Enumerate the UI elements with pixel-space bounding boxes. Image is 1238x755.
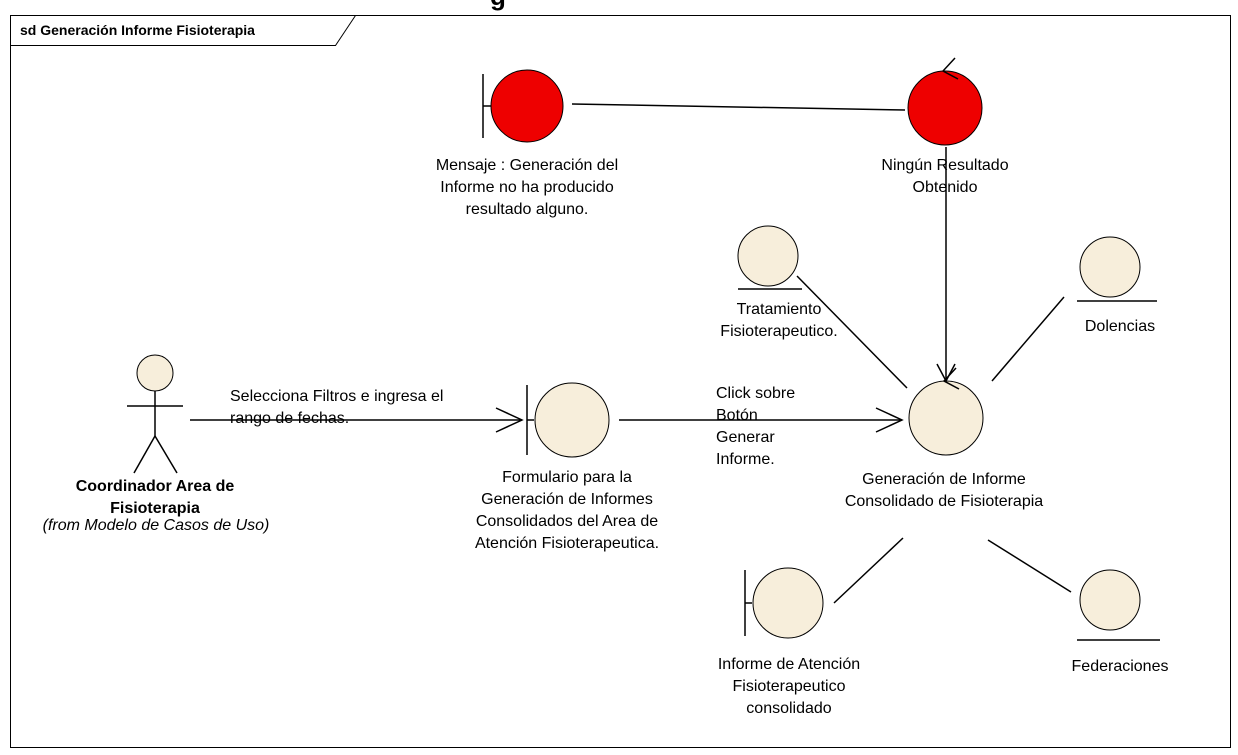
boundary-circle-informe [752, 567, 824, 639]
actor-source: (from Modelo de Casos de Uso) [42, 517, 270, 534]
frame-title: sd Generación Informe Fisioterapia [20, 22, 255, 38]
boundary-informe [744, 567, 824, 639]
entity-tratamiento [737, 225, 802, 290]
frame-title-tab [10, 15, 356, 46]
entity-circle-tratamiento [737, 225, 799, 287]
control-ningun [907, 57, 983, 146]
control-circle-ningun [907, 70, 983, 146]
boundary-formulario [526, 382, 610, 458]
control-generacion-label: Generación de Informe Consolidado de Fis… [844, 471, 1044, 510]
control-circle-generacion [908, 380, 984, 456]
actor-name: Coordinador Area de Fisioterapia [75, 478, 235, 517]
boundary-circle-mensaje [490, 69, 564, 143]
control-arrow-generacion [942, 367, 960, 390]
arrowhead-formulario [495, 407, 524, 433]
boundary-mensaje [482, 69, 564, 143]
link-dolencias-generacion [991, 296, 1065, 382]
boundary-formulario-label: Formulario para la Generación de Informe… [474, 469, 660, 552]
entity-federaciones-label: Federaciones [1071, 658, 1169, 675]
entity-dolencias [1077, 236, 1157, 302]
boundary-mensaje-label: Mensaje : Generación del Informe no ha p… [435, 157, 619, 218]
link-informe-generacion [833, 537, 904, 604]
link-generacion-federaciones [987, 539, 1072, 593]
control-arrow-ningun [941, 57, 959, 80]
boundary-informe-label: Informe de Atención Fisioterapeutico con… [717, 656, 861, 717]
control-generacion [908, 367, 984, 456]
top-cut-title-glyph: g [490, 0, 506, 11]
entity-dolencias-label: Dolencias [1084, 318, 1156, 335]
entity-federaciones [1077, 569, 1160, 641]
diagram-frame [10, 15, 1231, 748]
entity-circle-dolencias [1079, 236, 1141, 298]
connectors [190, 103, 1072, 604]
control-ningun-label: Ningún Resultado Obtenido [881, 157, 1009, 196]
message-click-label: Click sobre Botón Generar Informe. [716, 385, 796, 468]
actor-figure [127, 354, 183, 474]
link-tratamiento-generacion [796, 275, 908, 389]
message-selecciona-label: Selecciona Filtros e ingresa el rango de… [230, 388, 444, 427]
actor-head [136, 354, 174, 392]
entity-circle-federaciones [1079, 569, 1141, 631]
arrowhead-generacion [875, 407, 904, 433]
link-mensaje-ningun [571, 103, 906, 111]
boundary-circle-formulario [534, 382, 610, 458]
entity-tratamiento-label: Tratamiento Fisioterapeutico. [720, 301, 838, 340]
